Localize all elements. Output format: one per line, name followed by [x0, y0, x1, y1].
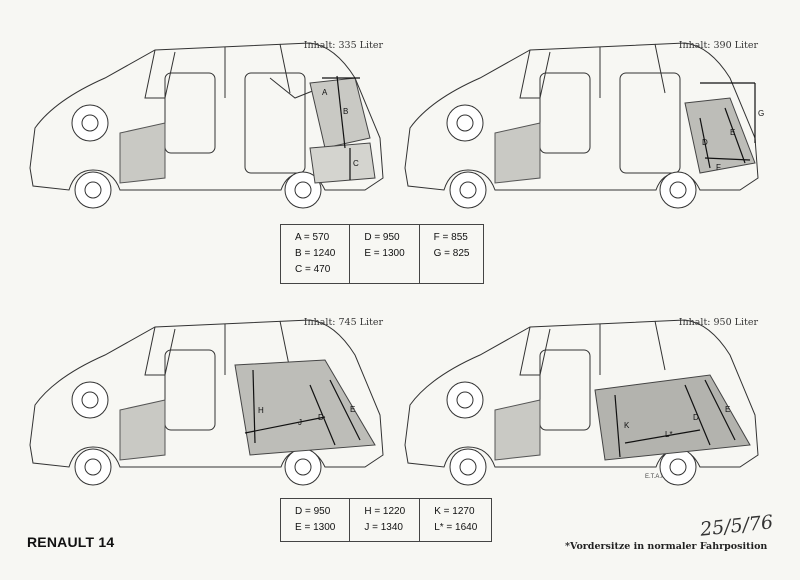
dim-label-c: C — [353, 159, 359, 168]
dim-label-k: K — [624, 421, 630, 430]
dimensions-table-bottom: D = 950 E = 1300 H = 1220 J = 1340 K = 1… — [279, 498, 493, 542]
table-cell: F = 855 G = 825 — [418, 224, 485, 284]
dimension-value: A = 570 — [295, 232, 330, 243]
capacity-label: Inhalt: 390 Liter — [678, 40, 758, 51]
dim-label-h: H — [258, 406, 264, 415]
car-cutaway-335: A B C — [29, 42, 384, 209]
dimension-value: G = 825 — [433, 248, 470, 259]
table-cell: K = 1270 L* = 1640 — [419, 498, 493, 542]
car-diagram-745: H J D E Inhalt: 745 Liter — [25, 315, 395, 490]
dim-label-f: F — [716, 163, 721, 172]
dimension-value: D = 950 — [295, 506, 331, 517]
dimensions-table-top: A = 570 B = 1240 C = 470 D = 950 E = 130… — [279, 224, 485, 284]
dim-label-j: J — [298, 418, 302, 427]
dimension-value: E = 1300 — [295, 522, 336, 533]
dimension-value: D = 950 — [364, 232, 400, 243]
dimension-value: H = 1220 — [364, 506, 406, 517]
car-diagram-390: G D E F Inhalt: 390 Liter — [400, 38, 770, 213]
dim-label-d: D — [693, 413, 699, 422]
dim-label-g: G — [758, 109, 764, 118]
dim-label-l: L* — [665, 430, 673, 439]
capacity-label: Inhalt: 950 Liter — [678, 317, 758, 328]
table-cell: D = 950 E = 1300 — [279, 498, 351, 542]
car-diagram-950: K L* D E Inhalt: 950 Liter — [400, 315, 770, 490]
dim-label-a: A — [322, 88, 328, 97]
car-cutaway-390: G D E F — [404, 42, 764, 209]
capacity-label: Inhalt: 335 Liter — [303, 40, 383, 51]
dim-label-e: E — [730, 128, 735, 137]
footnote: *Vordersitze in normaler Fahrposition — [565, 541, 768, 552]
dim-label-d: D — [318, 413, 324, 422]
dimension-value: C = 470 — [295, 264, 331, 275]
car-cutaway-950: K L* D E — [404, 319, 759, 486]
dim-label-e: E — [350, 405, 355, 414]
dimension-value: F = 855 — [433, 232, 468, 243]
handwritten-date: 25/5/76 — [699, 511, 775, 541]
dim-label-e: E — [725, 405, 730, 414]
dimension-value: J = 1340 — [364, 522, 403, 533]
car-cutaway-745: H J D E — [29, 319, 384, 486]
dimension-value: B = 1240 — [295, 248, 336, 259]
artist-credit: E.T.A.I. — [645, 474, 665, 480]
dimension-value: L* = 1640 — [434, 522, 478, 533]
dimension-value: K = 1270 — [434, 506, 475, 517]
capacity-label: Inhalt: 745 Liter — [303, 317, 383, 328]
table-cell: H = 1220 J = 1340 — [349, 498, 421, 542]
brand-title: RENAULT 14 — [27, 534, 115, 550]
table-cell: A = 570 B = 1240 C = 470 — [279, 224, 351, 284]
dim-label-b: B — [343, 107, 348, 116]
car-diagram-335: A B C Inhalt: 335 Liter — [25, 38, 395, 213]
dim-label-d: D — [702, 138, 708, 147]
table-cell: D = 950 E = 1300 — [349, 224, 420, 284]
dimension-value: E = 1300 — [364, 248, 405, 259]
